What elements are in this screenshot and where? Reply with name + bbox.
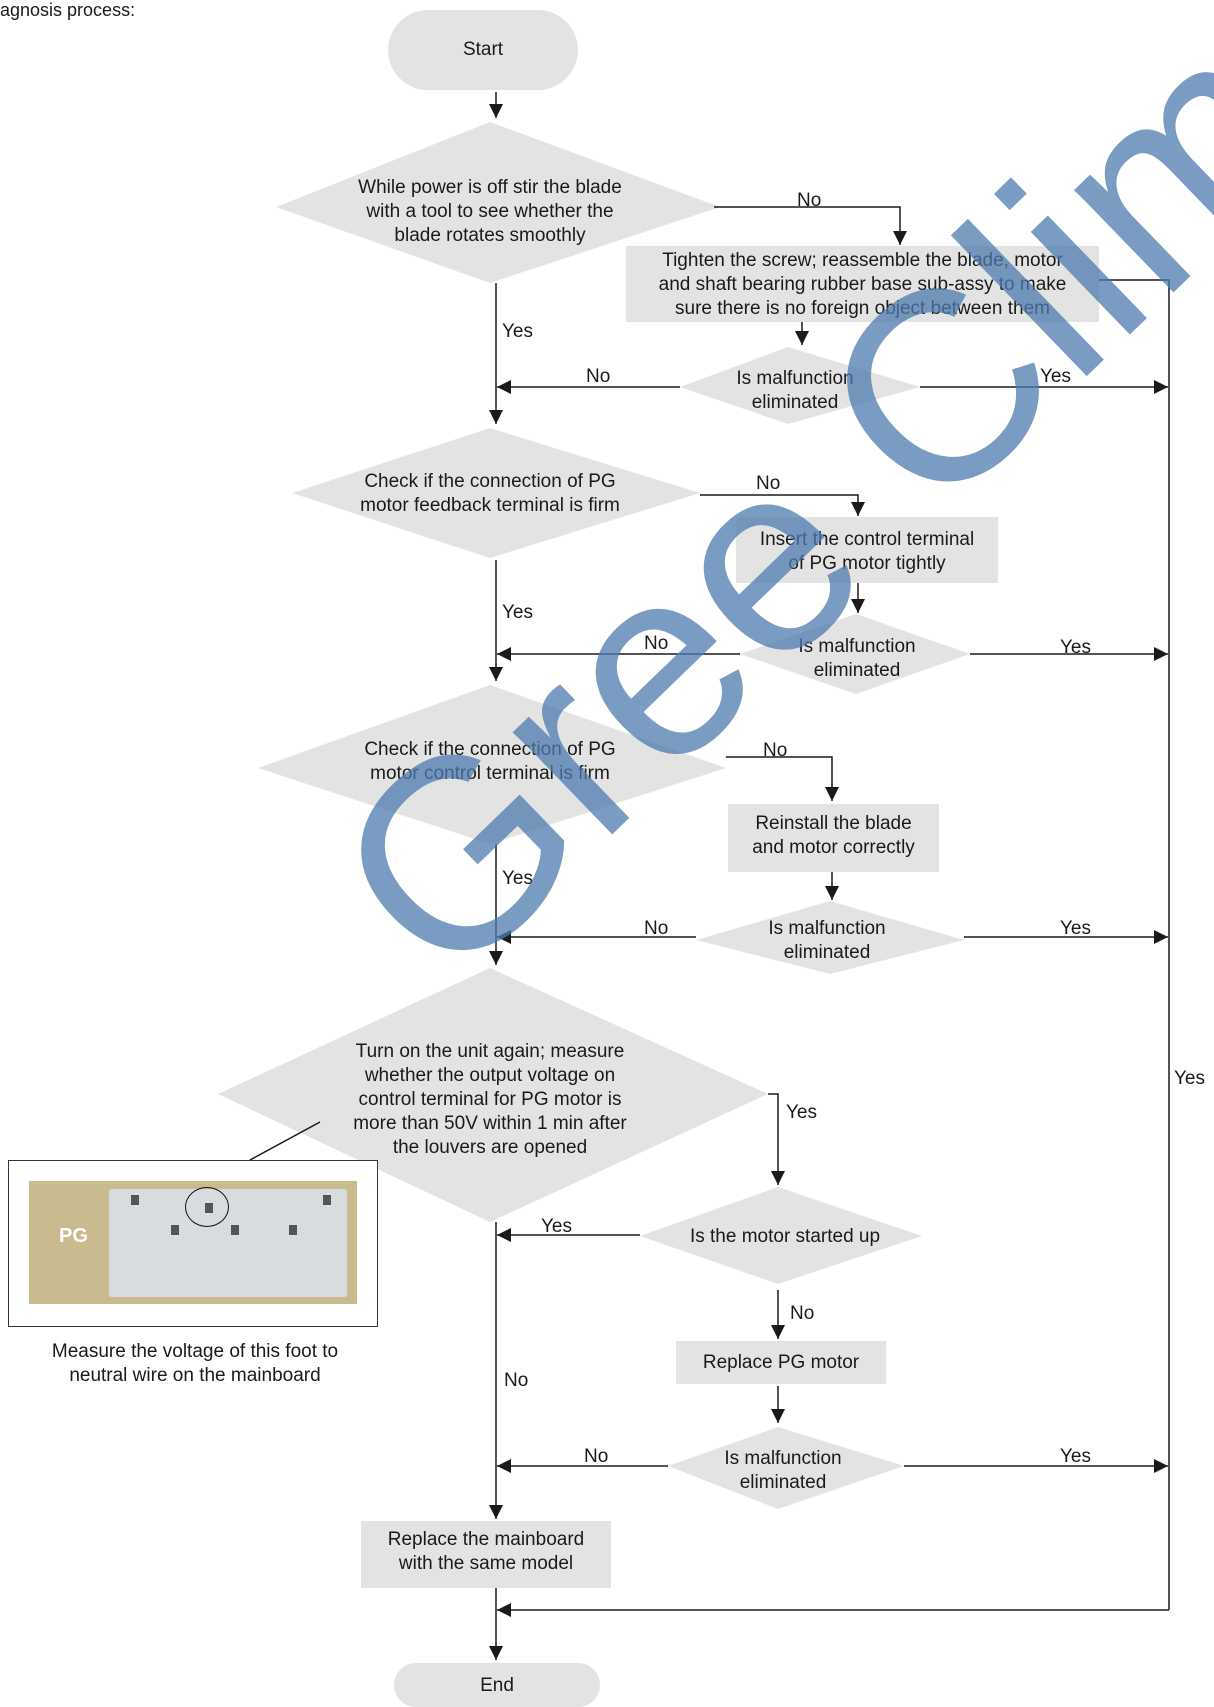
label-d2-no: No bbox=[756, 473, 781, 494]
label-e1-no: No bbox=[586, 366, 611, 387]
e2-text: Is malfunction eliminated bbox=[798, 636, 916, 681]
process-p6 bbox=[361, 1521, 611, 1588]
p5-text: Replace PG motor bbox=[702, 1352, 860, 1373]
label-d2-yes: Yes bbox=[502, 602, 533, 623]
p3-text: Reinstall the blade and motor correctly bbox=[752, 813, 915, 858]
connector-pin bbox=[171, 1225, 179, 1235]
d1-text: While power is off stir the blade with a… bbox=[358, 177, 622, 246]
label-e2-no: No bbox=[644, 633, 669, 654]
label-d5-yes: Yes bbox=[541, 1216, 572, 1237]
photo-pointer-line bbox=[249, 1121, 321, 1161]
arrow-d4-yes bbox=[768, 1093, 785, 1185]
process-p2 bbox=[736, 517, 998, 583]
decision-e1 bbox=[680, 347, 920, 424]
label-d1-no: No bbox=[797, 190, 822, 211]
decision-d2 bbox=[292, 428, 700, 558]
decision-d4 bbox=[218, 968, 768, 1222]
label-d3-yes: Yes bbox=[502, 868, 533, 889]
arrow-d3-no bbox=[726, 756, 839, 801]
label-d4-yes: Yes bbox=[786, 1102, 817, 1123]
p6-text: Replace the mainboard with the same mode… bbox=[387, 1529, 585, 1574]
measured-pin-circle bbox=[185, 1187, 229, 1227]
label-d1-yes: Yes bbox=[502, 321, 533, 342]
line-p1-right bbox=[1099, 279, 1170, 1610]
connector-pin bbox=[323, 1195, 331, 1205]
label-e2-yes: Yes bbox=[1060, 637, 1091, 658]
decision-e2 bbox=[740, 614, 970, 694]
e3-text: Is malfunction eliminated bbox=[768, 918, 886, 963]
label-e1-yes: Yes bbox=[1040, 366, 1071, 387]
process-p3 bbox=[728, 804, 939, 872]
start-terminal bbox=[388, 10, 578, 90]
connector-pin bbox=[289, 1225, 297, 1235]
label-d3-no: No bbox=[763, 740, 788, 761]
label-d4-no: No bbox=[504, 1370, 529, 1391]
connector-photo-image: PG bbox=[29, 1181, 357, 1304]
decision-d5 bbox=[640, 1187, 922, 1284]
label-d5-no: No bbox=[790, 1303, 815, 1324]
d2-text: Check if the connection of PG motor feed… bbox=[360, 471, 620, 516]
e5-text: Is malfunction eliminated bbox=[724, 1448, 842, 1493]
d5-text: Is the motor started up bbox=[689, 1226, 881, 1247]
decision-e5 bbox=[668, 1427, 904, 1509]
end-label: End bbox=[480, 1675, 514, 1696]
connector-pin bbox=[231, 1225, 239, 1235]
d4-text: Turn on the unit again; measure whether … bbox=[353, 1041, 627, 1158]
label-e5-no: No bbox=[584, 1446, 609, 1467]
arrow-d2-no bbox=[700, 494, 865, 516]
decision-d1 bbox=[276, 122, 720, 283]
connector-housing bbox=[109, 1187, 347, 1297]
e1-text: Is malfunction eliminated bbox=[736, 368, 854, 413]
connector-pin bbox=[131, 1195, 139, 1205]
p2-text: Insert the control terminal of PG motor … bbox=[759, 529, 975, 574]
arrow-d1-no bbox=[714, 206, 907, 245]
photo-caption: Measure the voltage of this foot to neut… bbox=[51, 1341, 339, 1386]
decision-d3 bbox=[258, 685, 726, 844]
process-p1 bbox=[626, 246, 1099, 322]
process-p5 bbox=[676, 1341, 886, 1384]
decision-e3 bbox=[696, 901, 964, 974]
label-right-yes: Yes bbox=[1174, 1068, 1205, 1089]
label-e3-yes: Yes bbox=[1060, 918, 1091, 939]
connector-photo: PG bbox=[8, 1160, 378, 1327]
d3-text: Check if the connection of PG motor cont… bbox=[364, 739, 616, 784]
label-e5-yes: Yes bbox=[1060, 1446, 1091, 1467]
start-label: Start bbox=[462, 39, 504, 60]
p1-text: Tighten the screw; reassemble the blade,… bbox=[658, 250, 1067, 319]
end-terminal bbox=[394, 1663, 600, 1707]
label-e3-no: No bbox=[644, 918, 669, 939]
connector-label: PG bbox=[59, 1225, 88, 1247]
intro-text: agnosis process: bbox=[0, 0, 136, 20]
